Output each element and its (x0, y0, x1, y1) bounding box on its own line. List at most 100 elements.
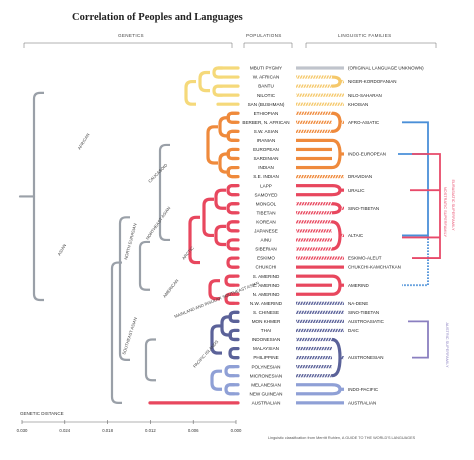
tree-node (226, 184, 237, 197)
family-label: AUSTRALIAN (348, 400, 376, 405)
branch-label: ARCTIC (181, 245, 195, 260)
population-label: TIBETAN (256, 210, 275, 215)
branch-label: AFRICAN (77, 132, 91, 150)
family-bar (296, 301, 344, 305)
population-label: LAPP (260, 183, 272, 188)
tree-node (188, 215, 200, 265)
family-label: AMERIND (348, 283, 370, 288)
branch-label: NORTHEAST ASIAN (145, 206, 172, 241)
population-label: MBUTI PYGMY (250, 66, 282, 71)
tree-node (214, 224, 226, 247)
tree-node (206, 125, 218, 165)
tree-node (224, 365, 235, 378)
family-bar (296, 392, 332, 396)
family-label: DRAVIDIAN (348, 174, 372, 179)
family-bar (340, 188, 344, 192)
population-label: BANTU (258, 84, 274, 89)
family-bar (296, 238, 332, 242)
genetic-distance-label: GENETIC DISTANCE (20, 411, 64, 416)
tree-node (212, 66, 223, 79)
population-label: ETHIOPIAN (254, 111, 279, 116)
population-label: SARDINIAN (253, 156, 278, 161)
branch-label: CAUCASOID (147, 163, 168, 184)
superfamily-line (402, 121, 429, 237)
population-label: MON KHMER (252, 319, 281, 324)
family-join (331, 337, 342, 378)
tree-node (224, 383, 235, 396)
tree-node (208, 279, 220, 301)
superfamily-line (408, 320, 429, 359)
family-bar (296, 319, 344, 323)
superfamily-line (402, 235, 429, 287)
family-label: DAIC (348, 328, 360, 333)
population-label: S. CHINESE (253, 310, 279, 315)
family-bar (296, 220, 332, 224)
chart-title: Correlation of Peoples and Languages (72, 12, 243, 23)
family-bar (296, 193, 332, 197)
tree-node (226, 220, 237, 233)
family-bar (340, 283, 344, 287)
family-label: ESKIMO-ALEUT (348, 256, 382, 261)
family-bar (296, 401, 344, 405)
family-bar (296, 66, 344, 70)
population-label: EUROPEAN (253, 147, 279, 152)
population-label: BERBER, N. AFRICAN (242, 120, 289, 125)
population-label: S. AMERIND (253, 274, 280, 279)
axis-tick-label: 0.012 (145, 428, 156, 433)
tree-node (202, 197, 214, 238)
population-label: MICRONESIAN (250, 373, 282, 378)
population-label: THAI (261, 328, 271, 333)
population-label: NEW GUINEAN (250, 391, 283, 396)
population-label: CHUKCHI (256, 265, 277, 270)
family-join (331, 274, 342, 296)
genetics-brace (23, 42, 233, 48)
family-label: SINO-TIBETAN (348, 206, 379, 211)
family-bar (296, 310, 344, 314)
family-bar (296, 129, 332, 133)
superfamily-label: EURASIATIC SUPERFAMILY (451, 179, 456, 230)
branch-label: MAINLAND AND INSULAR SOUTHEAST ASIAN (174, 280, 260, 319)
family-bar (340, 356, 344, 360)
family-bar (296, 229, 332, 233)
family-label: INDO-EUROPEAN (348, 152, 386, 157)
population-label: ESKIMO (257, 256, 275, 261)
population-label: JAPANESE (254, 229, 278, 234)
family-bar (340, 79, 344, 84)
axis-tick-label: 0.030 (17, 428, 28, 433)
family-bar (296, 346, 332, 351)
population-label: S.E. INDIAN (253, 174, 279, 179)
family-bar (296, 165, 332, 170)
branch-label: NORTH EURASIAN (123, 223, 138, 260)
population-label: MALAYSIAN (253, 346, 279, 351)
family-bar (296, 292, 332, 296)
family-label: NA-DENE (348, 301, 368, 306)
tree-node (226, 202, 237, 215)
family-bar (296, 283, 332, 287)
axis-tick-label: 0.000 (231, 428, 242, 433)
population-label: C. AMERIND (253, 283, 280, 288)
tree-node (138, 240, 150, 291)
family-label: CHUKCHI-KAMCHATKAN (348, 265, 401, 270)
family-bar (296, 274, 332, 278)
tree-node (226, 238, 237, 251)
family-bar (296, 356, 332, 360)
family-bar (296, 211, 332, 215)
population-label: PHILIPPINE (253, 355, 278, 360)
tree-node (224, 274, 235, 287)
population-label: POLYNESIAN (251, 364, 280, 369)
tree-node (118, 216, 130, 361)
family-join (331, 220, 342, 251)
genetics-header: GENETICS (118, 33, 144, 38)
family-bar (340, 206, 344, 210)
tree-node (110, 261, 122, 404)
axis-tick-label: 0.018 (102, 428, 113, 433)
family-bar (296, 175, 344, 179)
family-label: ALTAIC (348, 233, 364, 238)
family-label: NIGER-KORDOFANIAN (348, 79, 397, 84)
population-label: N.W. AMERIND (250, 301, 283, 306)
tree-node (184, 79, 196, 106)
family-bar (296, 328, 344, 333)
population-label: N. AMERIND (253, 292, 280, 297)
